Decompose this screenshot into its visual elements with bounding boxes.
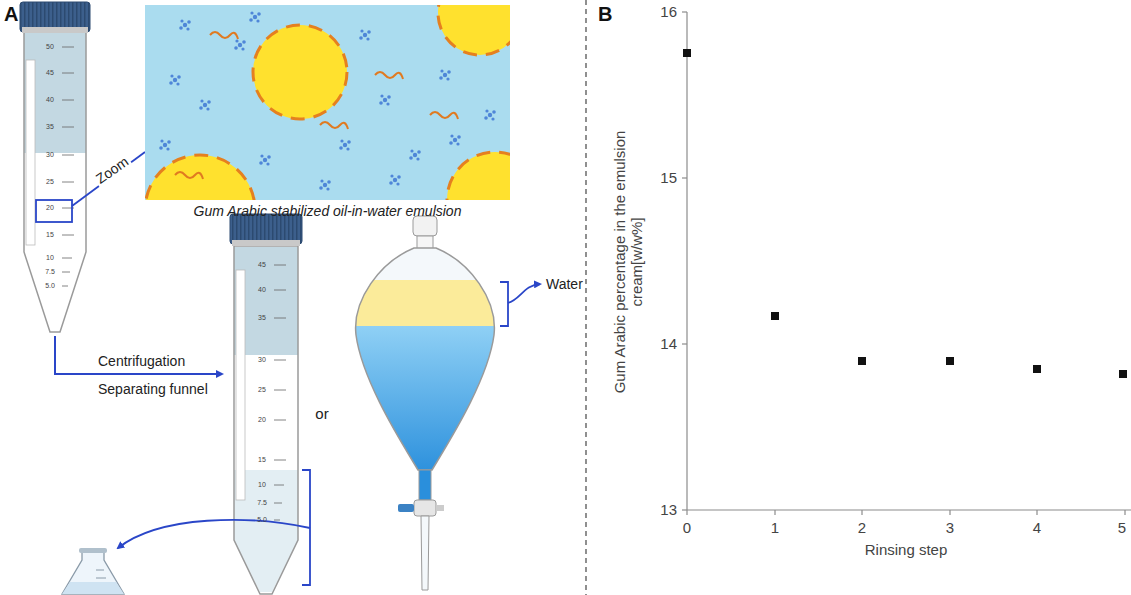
graduation-number: 40	[46, 96, 54, 104]
tick-label: 5	[1118, 519, 1126, 536]
tick-label: 16	[660, 3, 677, 20]
graduation-number: 25	[46, 178, 54, 186]
graduation-number: 5.0	[45, 282, 55, 290]
panel-caption: Gum Arabic stabilized oil-in-water emuls…	[145, 203, 510, 219]
tick-label: 4	[1033, 519, 1041, 536]
graduation-number: 30	[46, 151, 54, 159]
panel-letter: A	[4, 3, 18, 26]
panel-separator	[585, 0, 586, 595]
transfer-arrow	[118, 520, 310, 548]
axis-title: Rinsing step	[865, 541, 948, 558]
graduation-number: 50	[46, 43, 54, 51]
separating-funnel	[340, 216, 510, 590]
erlenmeyer-flask	[62, 548, 124, 594]
graduation-number: 15	[258, 456, 266, 464]
graduation-number: 45	[258, 261, 266, 269]
conjunction-label: or	[315, 405, 328, 422]
phase-bracket	[500, 282, 508, 326]
tick-label: 1	[771, 519, 779, 536]
zoom-panel: Gum Arabic stabilized oil-in-water emuls…	[145, 5, 510, 200]
process-label: Centrifugation	[98, 353, 185, 369]
falcon-tube	[20, 2, 90, 332]
graduation-number: 15	[46, 231, 54, 239]
tick-label: 3	[946, 519, 954, 536]
graduation-number: 10	[258, 481, 266, 489]
graduation-number: 35	[46, 123, 54, 131]
tick-label: 13	[660, 501, 677, 518]
tick-label: 0	[683, 519, 691, 536]
tick-label: 2	[858, 519, 866, 536]
process-arrow	[55, 336, 222, 374]
graduation-number: 25	[258, 386, 266, 394]
graduation-number: 20	[258, 416, 266, 424]
graduation-number: 45	[46, 69, 54, 77]
panel-letter: B	[598, 3, 612, 26]
graduation-number: 35	[258, 314, 266, 322]
graduation-number: 20	[46, 204, 54, 212]
axis-title: Gum Arabic percentage in the emulsion cr…	[611, 112, 646, 412]
graduation-number: 30	[258, 356, 266, 364]
graduation-number: 7.5	[45, 268, 55, 276]
zoom-label: Zoom	[91, 152, 133, 188]
data-points	[683, 49, 1127, 378]
tick-label: 14	[660, 335, 677, 352]
graduation-number: 40	[258, 286, 266, 294]
falcon-tube	[230, 214, 302, 594]
graduation-number: 7.5	[257, 499, 267, 507]
process-label: Separating funnel	[98, 381, 208, 397]
tick-label: 15	[660, 169, 677, 186]
graduation-number: 10	[46, 254, 54, 262]
emulsion-illustration	[145, 5, 510, 200]
phase-label: Water	[546, 276, 583, 292]
graduation-number: 5.0	[257, 516, 267, 524]
transfer-arrow	[508, 284, 540, 303]
chart-axes	[682, 12, 1131, 515]
zoom-line	[72, 152, 145, 206]
